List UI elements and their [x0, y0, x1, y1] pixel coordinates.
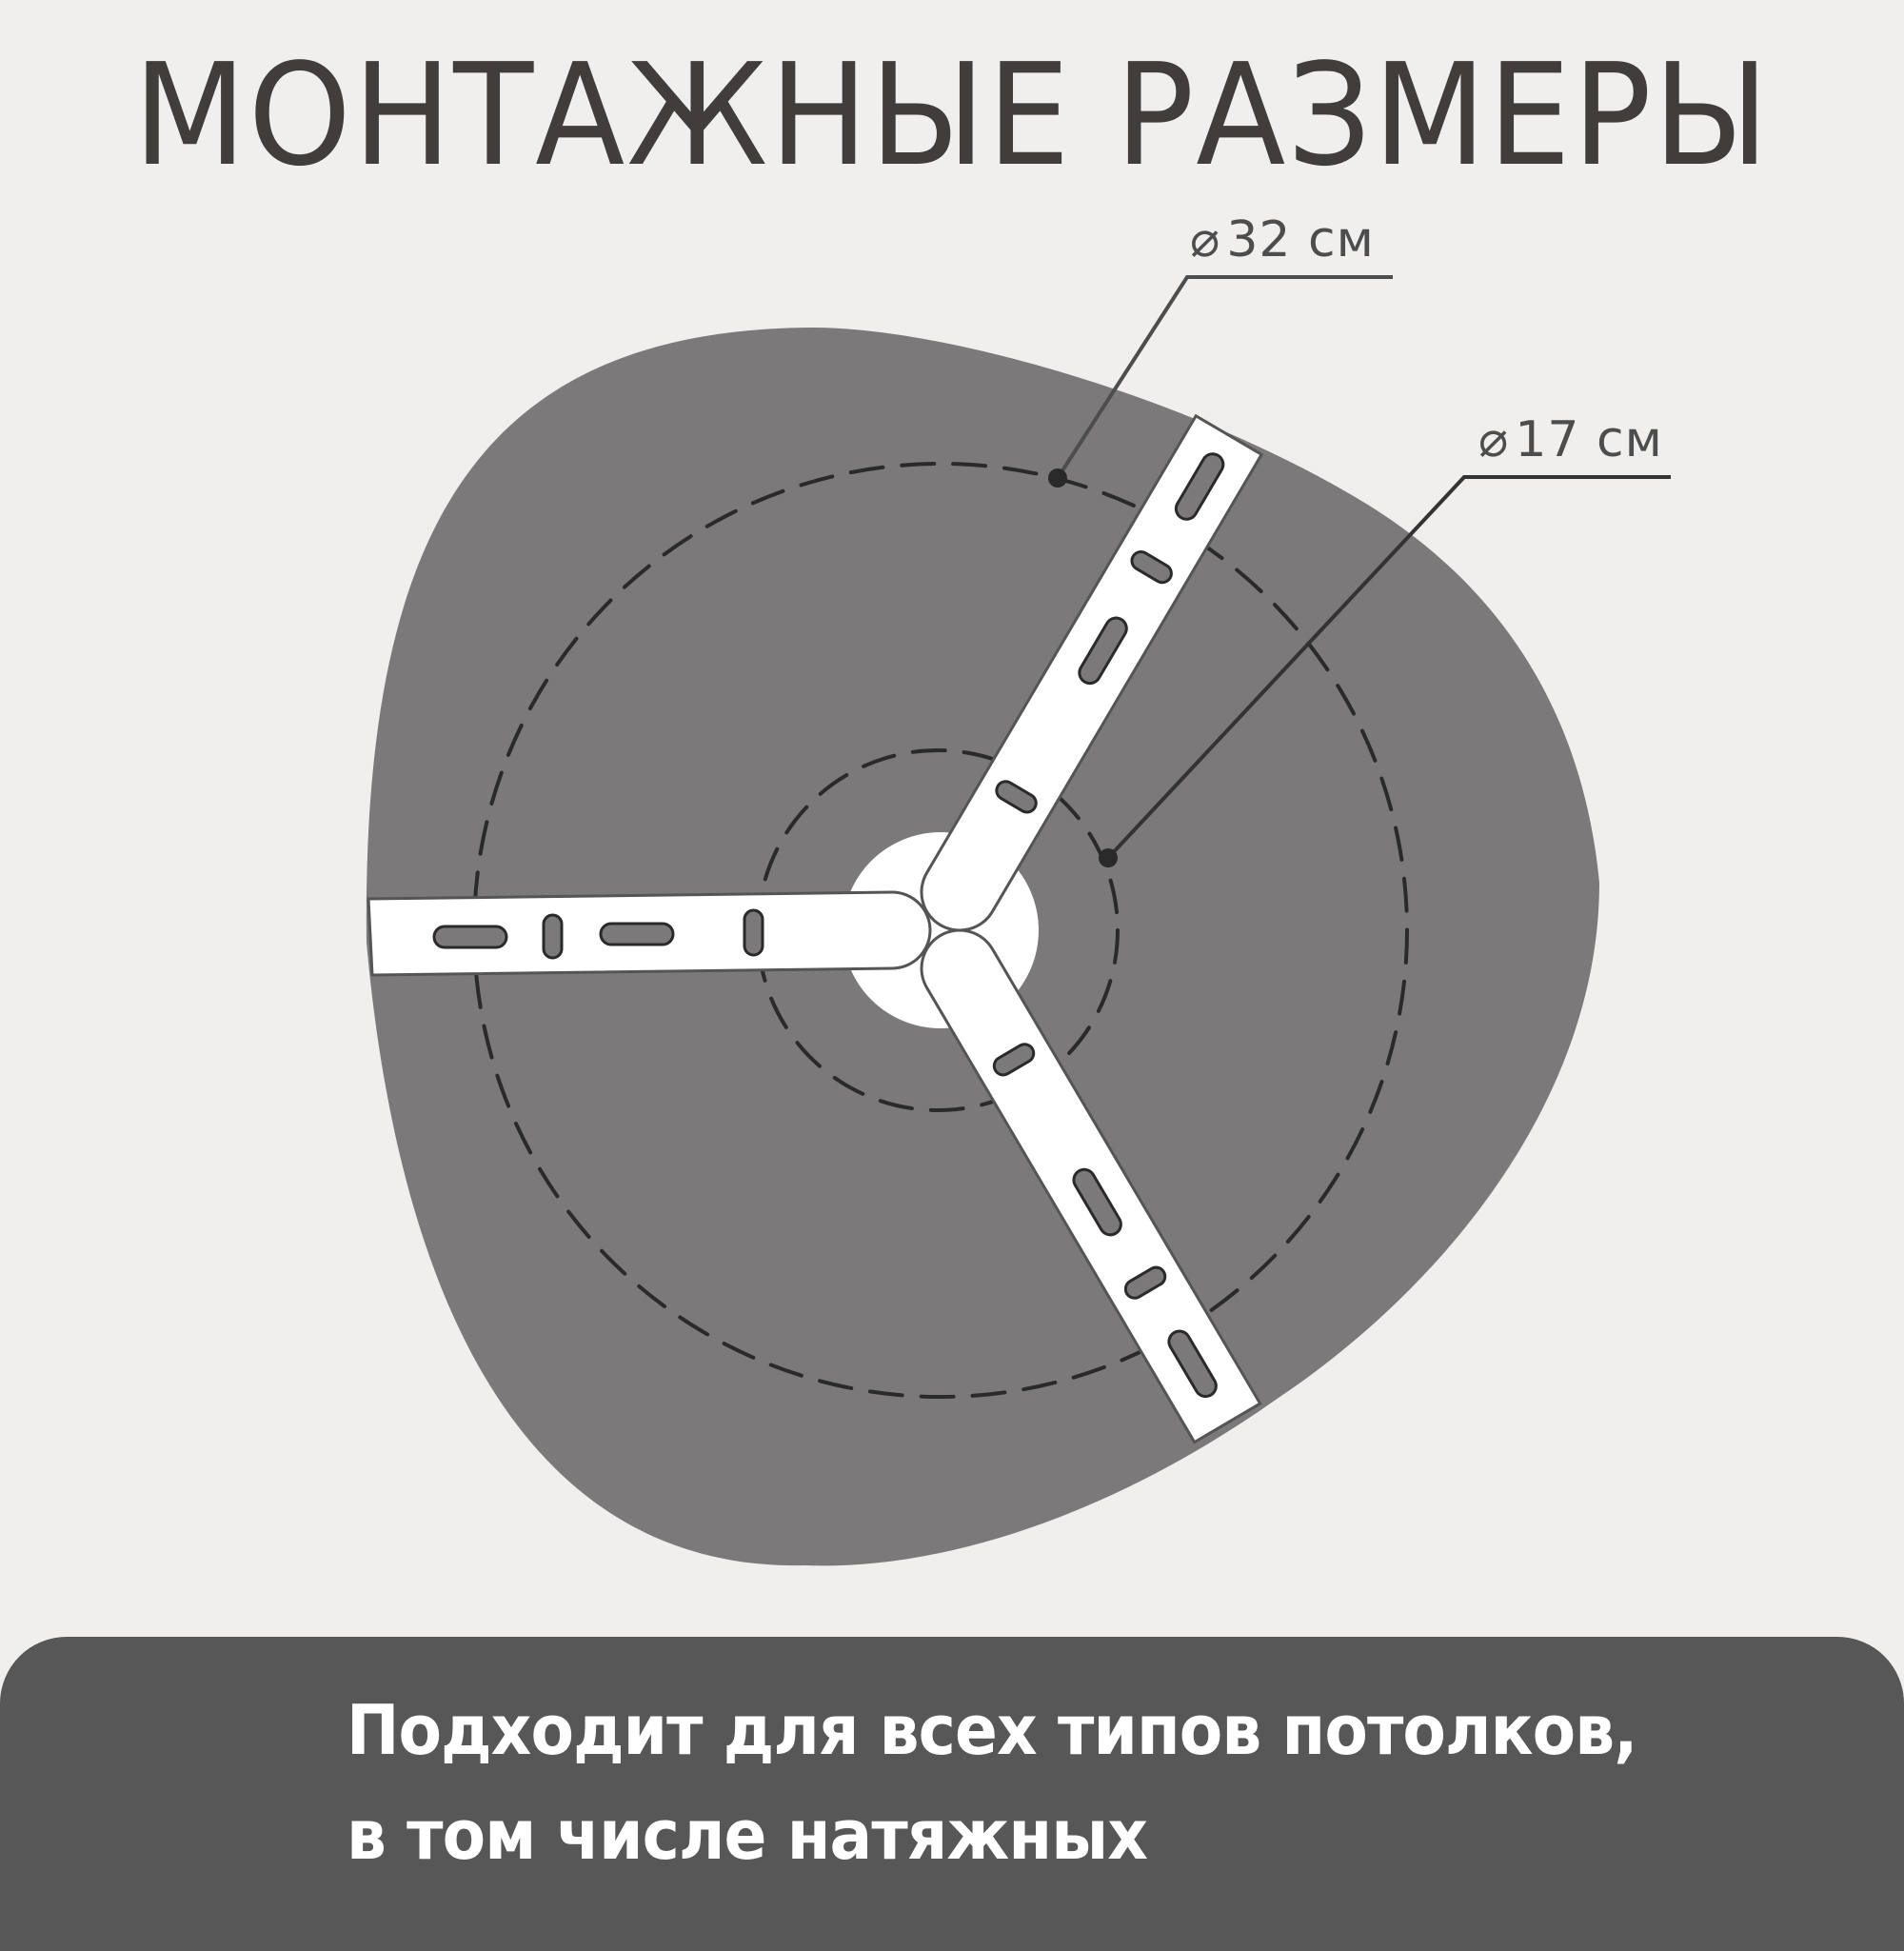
slot [599, 922, 675, 946]
mounting-diagram [366, 275, 1671, 1566]
dimension-label-17: ⌀17 см [1478, 411, 1663, 468]
caption-line-2: в том числе натяжных [347, 1795, 1148, 1875]
callout-17 [1099, 475, 1671, 867]
dimension-value: 17 см [1515, 411, 1663, 468]
bracket-arm-lower-right [920, 928, 1262, 1444]
slot [743, 908, 764, 957]
slot [432, 925, 508, 949]
caption-text: Подходит для всех типов потолков, в том … [347, 1678, 1637, 1887]
page-title: МОНТАЖНЫЕ РАЗМЕРЫ [133, 33, 1771, 197]
slot [542, 913, 564, 960]
dimension-label-32: ⌀32 см [1190, 211, 1375, 269]
diameter-icon: ⌀ [1478, 411, 1510, 468]
diameter-icon: ⌀ [1190, 211, 1221, 269]
dimension-value: 32 см [1226, 211, 1375, 269]
bracket-arm-upper-right [920, 413, 1264, 932]
caption-line-1: Подходит для всех типов потолков, [347, 1690, 1637, 1770]
bracket-arm-left [367, 890, 932, 977]
caption-panel [0, 1637, 1904, 1951]
callout-32 [1048, 275, 1393, 488]
